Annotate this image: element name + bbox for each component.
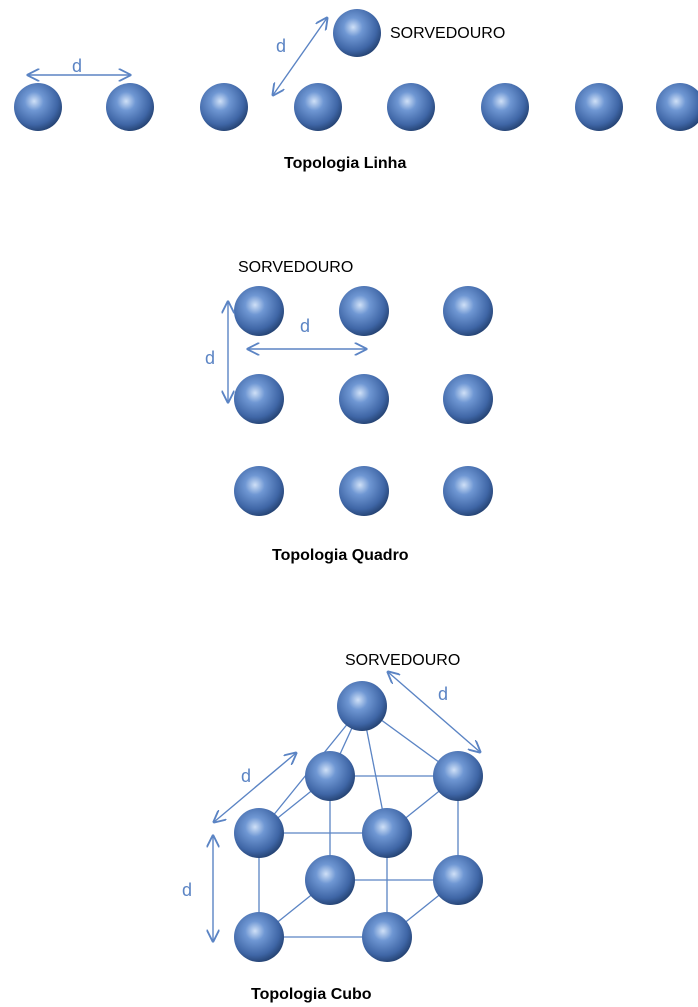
cube-edges <box>258 705 459 938</box>
square-caption: Topologia Quadro <box>272 547 409 564</box>
line-node <box>481 83 529 131</box>
cube-node <box>305 751 355 801</box>
line-node <box>387 83 435 131</box>
cube-sink-label: SORVEDOURO <box>345 652 460 669</box>
cube-node <box>362 808 412 858</box>
cube-distance-arrow-diagonal <box>214 753 296 822</box>
cube-d-label-diagonal: d <box>241 766 251 786</box>
line-node <box>14 83 62 131</box>
square-node <box>339 374 389 424</box>
line-node <box>656 83 698 131</box>
square-node <box>234 374 284 424</box>
line-sink-label: SORVEDOURO <box>390 25 505 42</box>
cube-d-label-vertical: d <box>182 880 192 900</box>
square-nodes <box>234 286 493 516</box>
line-caption: Topologia Linha <box>284 155 406 172</box>
cube-nodes <box>234 681 483 962</box>
line-distance-arrow-diagonal <box>273 18 327 95</box>
cube-node <box>433 751 483 801</box>
line-node <box>575 83 623 131</box>
square-topology: d d SORVEDOURO Topologia Quadro <box>205 259 493 564</box>
square-node <box>443 286 493 336</box>
cube-caption: Topologia Cubo <box>251 986 372 1003</box>
cube-d-label-top: d <box>438 684 448 704</box>
square-sink-node <box>234 286 284 336</box>
cube-sink-node <box>337 681 387 731</box>
square-node <box>234 466 284 516</box>
cube-topology: d d d SORVEDOURO Topologia Cubo <box>182 652 483 1003</box>
line-sink-node <box>333 9 381 57</box>
square-d-label-horizontal: d <box>300 316 310 336</box>
cube-node <box>234 808 284 858</box>
square-sink-label: SORVEDOURO <box>238 259 353 276</box>
cube-node <box>362 912 412 962</box>
line-node <box>106 83 154 131</box>
line-topology: d d SORVEDOURO Topologia Linha <box>14 9 698 172</box>
line-node <box>294 83 342 131</box>
line-nodes <box>14 9 698 131</box>
cube-node <box>433 855 483 905</box>
cube-distance-arrow-top <box>388 672 480 752</box>
line-node <box>200 83 248 131</box>
line-d-label-diagonal: d <box>276 36 286 56</box>
square-node <box>339 466 389 516</box>
square-node <box>339 286 389 336</box>
cube-node <box>234 912 284 962</box>
square-d-label-vertical: d <box>205 348 215 368</box>
square-node <box>443 466 493 516</box>
cube-node <box>305 855 355 905</box>
square-node <box>443 374 493 424</box>
line-d-label-horizontal: d <box>72 56 82 76</box>
